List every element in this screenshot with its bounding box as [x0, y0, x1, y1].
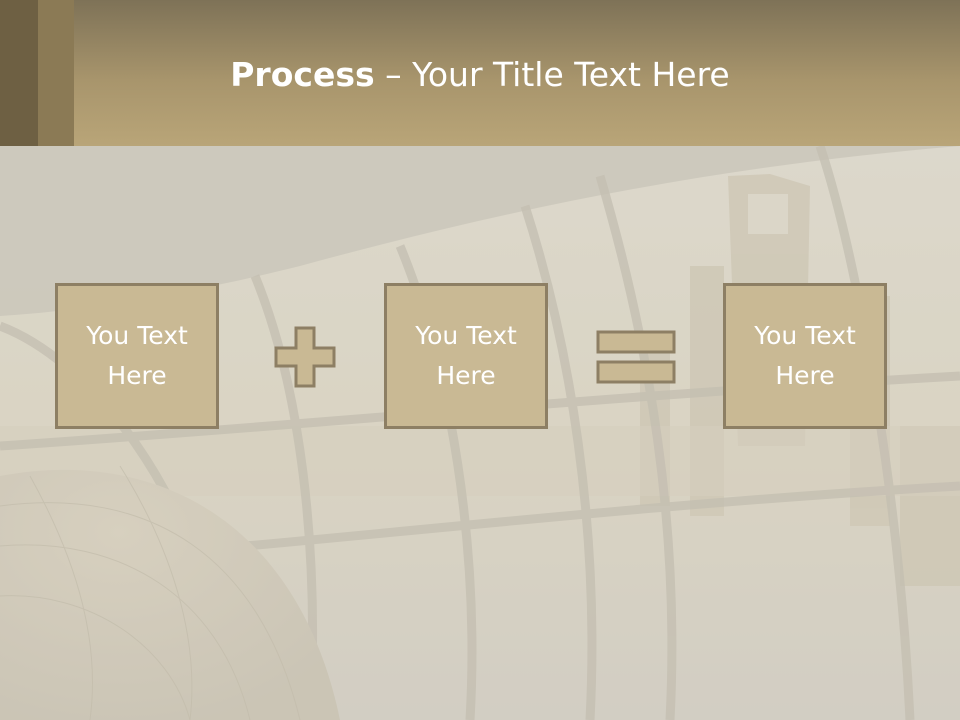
equals-icon: [596, 330, 676, 384]
header-accent-secondary: [38, 0, 74, 146]
header-accent: [0, 0, 38, 146]
title-rest: – Your Title Text Here: [374, 55, 730, 94]
process-box-1: You Text Here: [55, 283, 219, 429]
slide-title: Process – Your Title Text Here: [0, 52, 960, 98]
title-bold: Process: [230, 55, 375, 94]
background-photo: [0, 146, 960, 720]
plus-icon: [274, 326, 336, 388]
process-box-2: You Text Here: [384, 283, 548, 429]
title-bar: Process – Your Title Text Here: [0, 0, 960, 146]
process-box-3: You Text Here: [723, 283, 887, 429]
